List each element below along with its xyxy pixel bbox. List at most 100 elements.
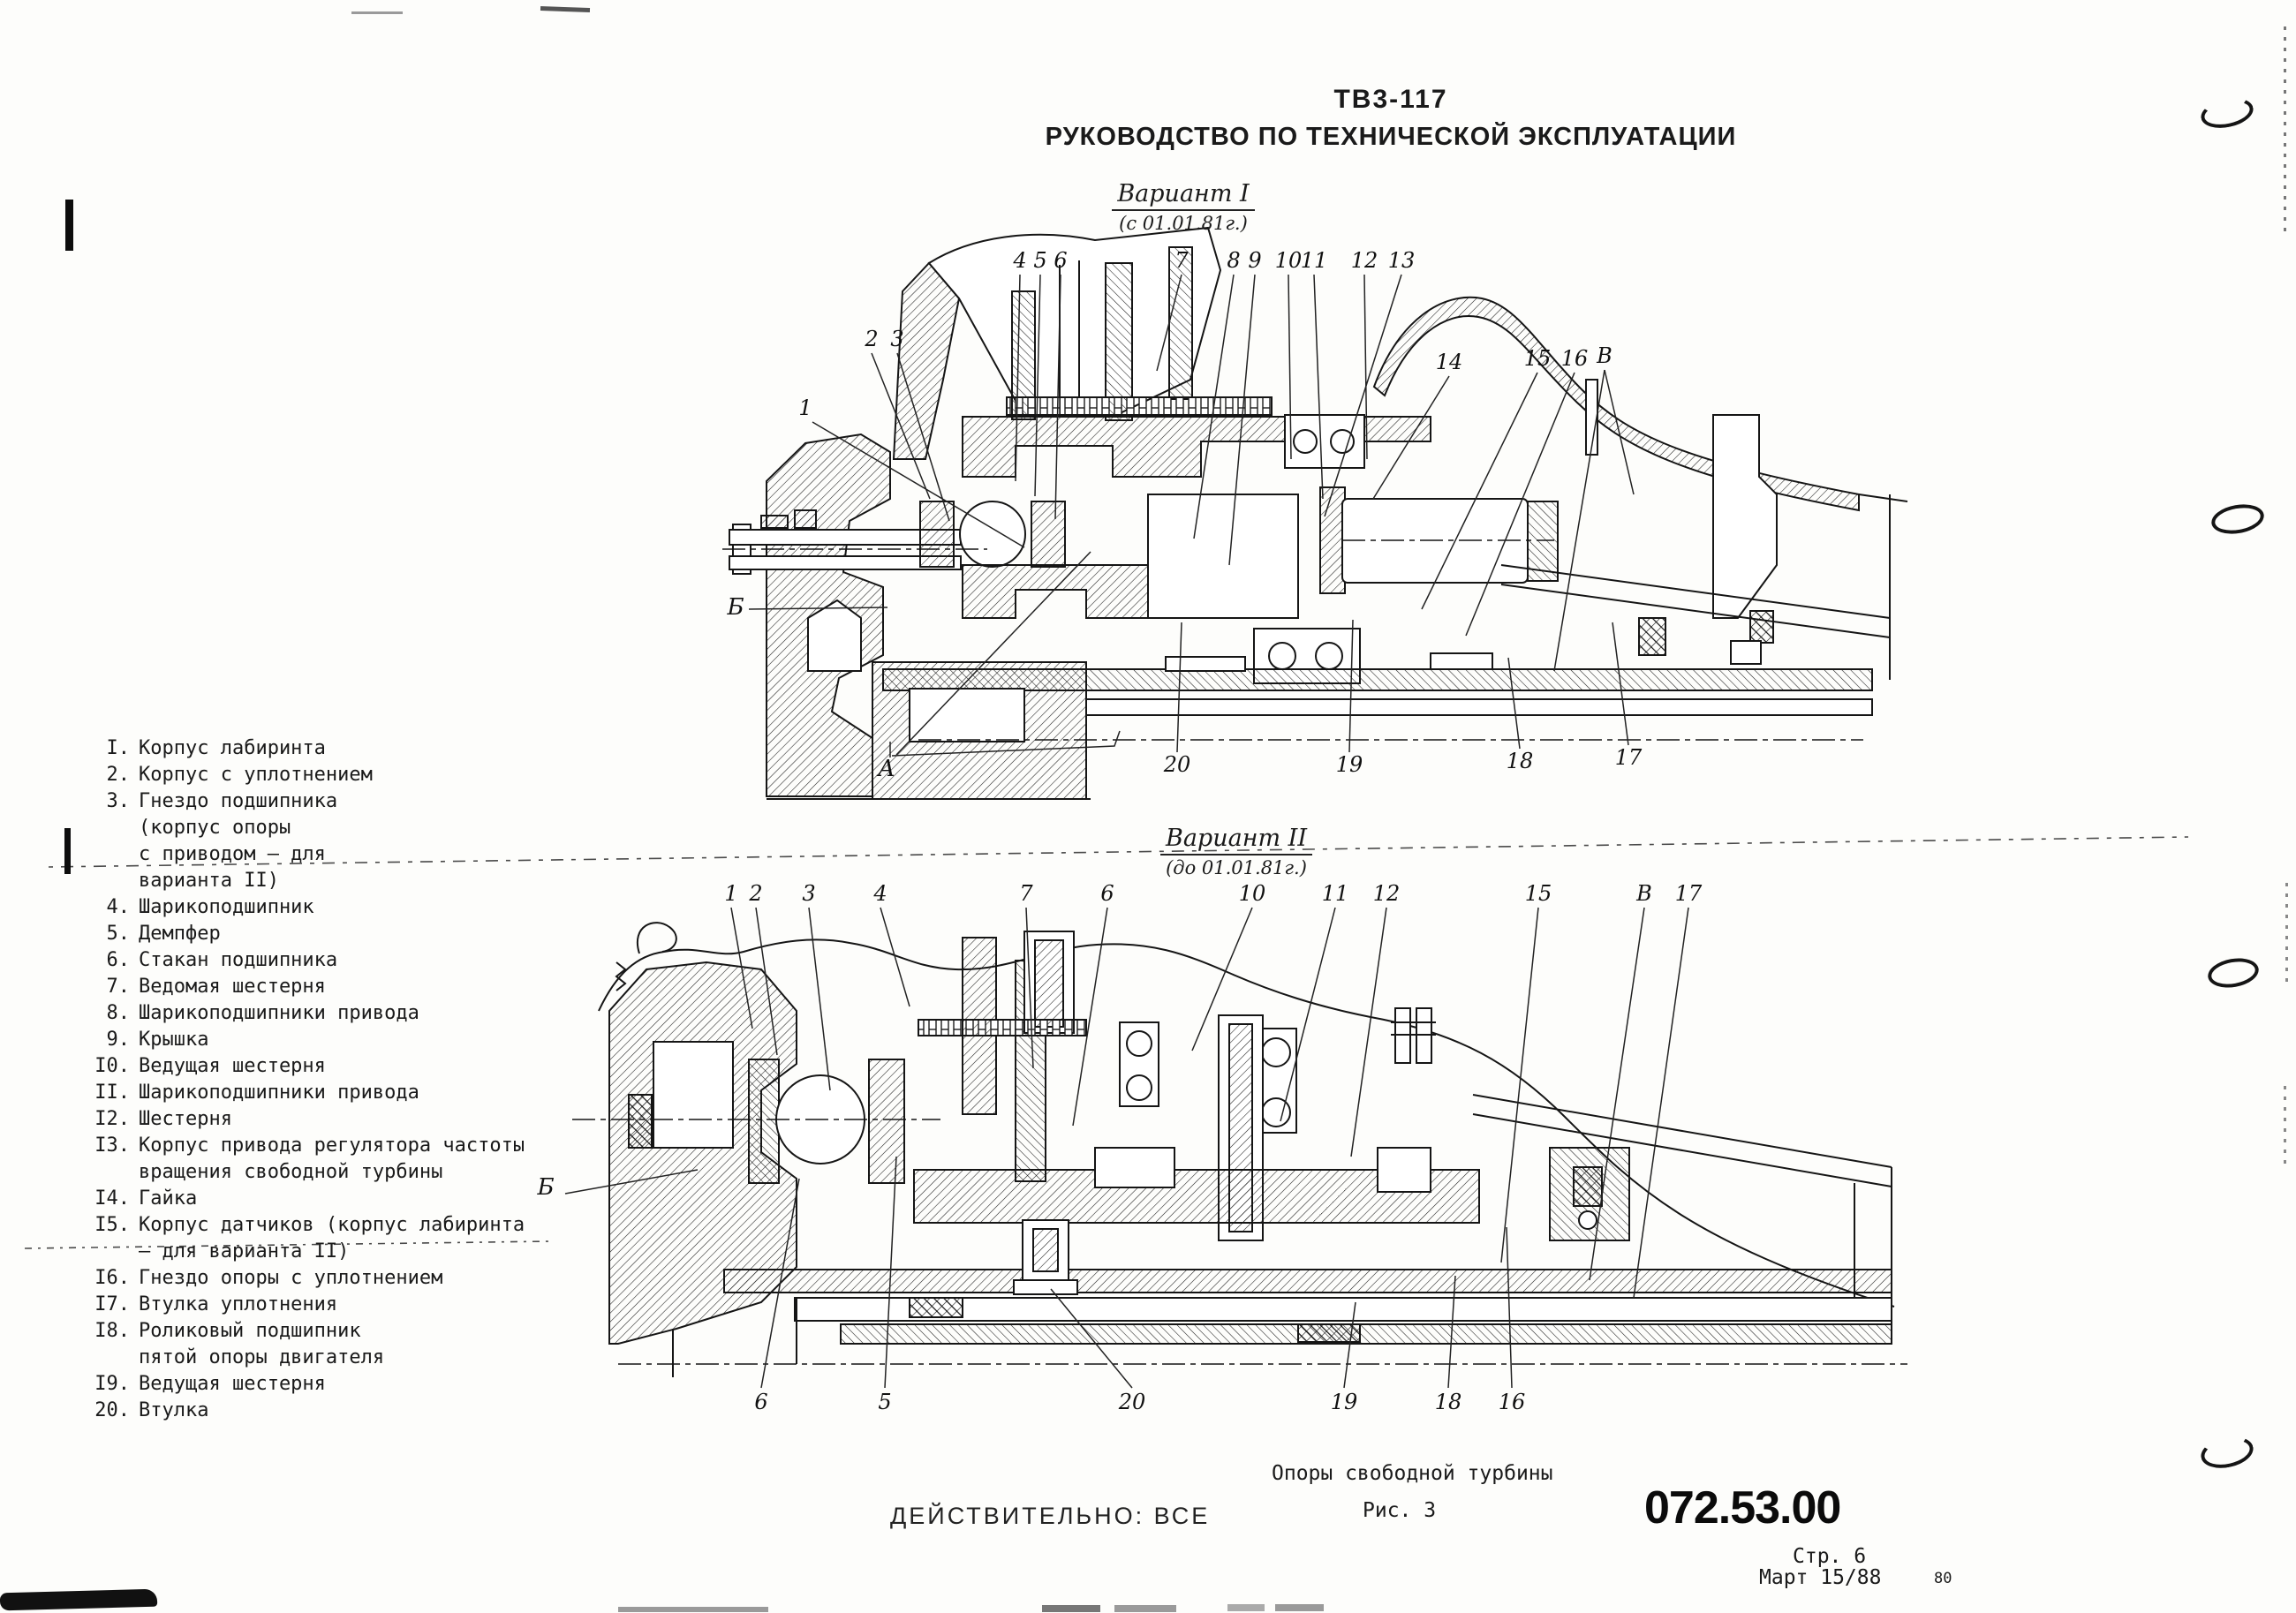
figure1-drawing — [722, 226, 1908, 800]
figure2-drawing — [572, 922, 1907, 1377]
page-header: ТВ3-117 РУКОВОДСТВО ПО ТЕХНИЧЕСКОЙ ЭКСПЛ… — [971, 85, 1810, 152]
fig2-callout: 6 — [754, 1390, 768, 1414]
parts-list-line: пятой опоры двигателя — [139, 1346, 385, 1368]
fig2-callout: 3 — [802, 881, 816, 906]
variant1-heading: Вариант I (с 01.01.81г.) — [1095, 180, 1272, 234]
fig1-callout: 17 — [1614, 745, 1643, 770]
parts-list-line: вращения свободной турбины — [139, 1161, 443, 1183]
fig2-callout: 11 — [1321, 881, 1349, 906]
fig2-section-label: Б — [537, 1174, 555, 1201]
fig1-callout: 10 — [1274, 248, 1303, 273]
fig1-callout: 20 — [1163, 752, 1191, 777]
fig1-callout: 14 — [1435, 350, 1463, 374]
figure-caption: Опоры свободной турбины — [1272, 1462, 1553, 1485]
parts-list-line: 9.Крышка — [106, 1029, 209, 1051]
parts-list-line: I2.Шестерня — [94, 1108, 232, 1130]
parts-list-line: 7.Ведомая шестерня — [106, 976, 326, 998]
fig1-callout: 4 — [1013, 248, 1027, 273]
fig2-callout: 19 — [1330, 1390, 1358, 1414]
validity-statement: ДЕЙСТВИТЕЛЬНО: ВСЕ — [890, 1503, 1211, 1529]
fig1-callout: 18 — [1506, 749, 1534, 773]
parts-list-line: I8.Роликовый подшипник — [94, 1320, 361, 1342]
fig2-callout: 5 — [878, 1390, 892, 1414]
fig1-callout: 11 — [1300, 248, 1328, 273]
fig2-callout: 7 — [1019, 881, 1033, 906]
scan-edge-smudge — [1227, 1604, 1265, 1611]
fig2-callout: 1 — [724, 881, 738, 906]
fig1-callout: 6 — [1054, 248, 1068, 273]
parts-list-line: с приводом – для — [139, 843, 326, 865]
parts-list: I.Корпус лабиринта 2.Корпус с уплотнение… — [86, 735, 580, 1424]
fig1-callout: 19 — [1335, 752, 1363, 777]
page-edge-bleed — [2284, 1086, 2286, 1165]
revision-date: Март 15/88 — [1759, 1566, 1882, 1589]
parts-list-line: II.Шарикоподшипники привода — [94, 1082, 419, 1104]
parts-list-line: 6.Стакан подшипника — [106, 949, 338, 971]
fig1-callout: 16 — [1560, 346, 1589, 371]
parts-list-line: I.Корпус лабиринта — [106, 737, 326, 759]
scan-mark-bar — [65, 200, 73, 251]
fig1-callout: 9 — [1248, 248, 1262, 273]
fig2-callout: 18 — [1434, 1390, 1462, 1414]
variant1-title: Вариант I — [1112, 180, 1255, 211]
fig1-callout: 12 — [1350, 248, 1378, 273]
fig1-section-label: Б — [727, 594, 744, 621]
fig2-callout: 4 — [873, 881, 887, 906]
page-edge-bleed — [2284, 26, 2286, 238]
dashed-reference-lines — [24, 836, 2189, 1249]
parts-list-line: I7.Втулка уплотнения — [94, 1293, 338, 1315]
parts-list-line: – для варианта II) — [139, 1240, 350, 1263]
scan-edge-smudge — [1042, 1605, 1100, 1612]
variant2-heading: Вариант II (до 01.01.81г.) — [1148, 825, 1325, 878]
manual-title: РУКОВОДСТВО ПО ТЕХНИЧЕСКОЙ ЭКСПЛУАТАЦИИ — [1045, 123, 1737, 151]
parts-list-line: 5.Демпфер — [106, 923, 221, 945]
parts-list-line: I5.Корпус датчиков (корпус лабиринта — [94, 1214, 525, 1236]
fig1-callout: 15 — [1523, 346, 1552, 371]
engine-model: ТВ3-117 — [1333, 85, 1448, 114]
fig1-view-label: В — [1597, 343, 1612, 368]
parts-list-line: I6.Гнездо опоры с уплотнением — [94, 1267, 443, 1289]
page-edge-bleed — [2285, 883, 2288, 989]
fig1-callout: 1 — [798, 396, 812, 420]
document-code: 072.53.00 — [1644, 1482, 1841, 1534]
fig2-callout: 2 — [749, 881, 763, 906]
fig2-callout: 20 — [1118, 1390, 1146, 1414]
parts-list-line: I4.Гайка — [94, 1187, 198, 1210]
parts-list-line: I3.Корпус привода регулятора частоты — [94, 1134, 525, 1157]
fig1-callout: 3 — [890, 327, 904, 351]
scan-mark-bar — [64, 828, 71, 874]
parts-list-line: I9.Ведущая шестерня — [94, 1373, 326, 1395]
parts-list-line: 20.Втулка — [94, 1399, 209, 1421]
parts-list-line: I0.Ведущая шестерня — [94, 1055, 326, 1077]
parts-list-line: 8.Шарикоподшипники привода — [106, 1002, 419, 1024]
scan-mark-dash — [351, 11, 403, 14]
scan-edge-smudge — [1114, 1605, 1176, 1612]
print-code: 80 — [1934, 1570, 1952, 1587]
parts-list-line: (корпус опоры — [139, 817, 291, 839]
fig1-view-label: А — [878, 756, 895, 782]
fig2-view-label: В — [1636, 881, 1652, 906]
fig2-callout: 15 — [1524, 881, 1552, 906]
fig2-callout: 16 — [1498, 1390, 1526, 1414]
figure-number: Рис. 3 — [1363, 1499, 1437, 1522]
variant1-date-range: (с 01.01.81г.) — [1119, 213, 1248, 234]
page-number: Стр. 6 — [1793, 1545, 1867, 1568]
parts-list-line: варианта II) — [139, 870, 279, 892]
fig2-callout: 12 — [1372, 881, 1401, 906]
parts-list-line: 3.Гнездо подшипника — [106, 790, 338, 812]
figure1-leader-lines — [748, 274, 1635, 758]
parts-list-line: 4.Шарикоподшипник — [106, 896, 314, 918]
variant2-date-range: (до 01.01.81г.) — [1166, 857, 1307, 878]
fig1-callout: 5 — [1033, 248, 1047, 273]
fig2-callout: 6 — [1100, 881, 1114, 906]
figure2-leader-lines — [564, 907, 1689, 1389]
parts-list-line: 2.Корпус с уплотнением — [106, 764, 373, 786]
variant2-title: Вариант II — [1159, 825, 1312, 855]
fig1-callout: 8 — [1227, 248, 1241, 273]
scan-edge-smudge — [1275, 1604, 1324, 1611]
fig2-callout: 10 — [1238, 881, 1266, 906]
fig1-callout: 7 — [1174, 248, 1189, 273]
fig1-callout: 2 — [865, 327, 879, 351]
